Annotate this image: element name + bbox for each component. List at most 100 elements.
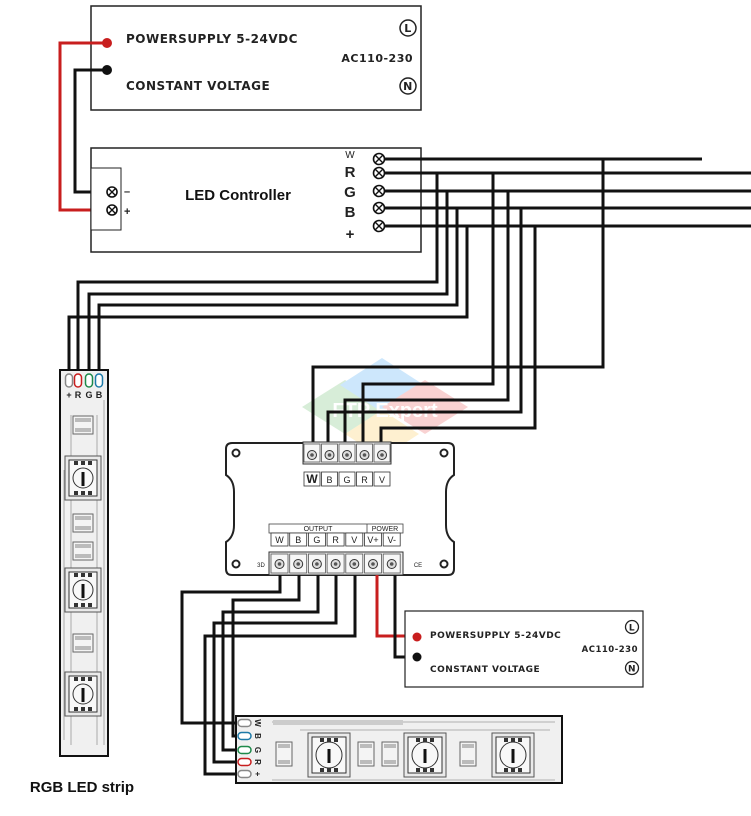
resistor-icon (459, 741, 477, 767)
controller-input-block (90, 167, 122, 231)
input-label-box (356, 471, 373, 487)
amp-input-label: G (343, 475, 350, 485)
amp-input-label: W (306, 472, 318, 486)
led-chip-icon (403, 732, 447, 778)
output-label-b: B (345, 204, 356, 221)
strip-pin (237, 769, 252, 779)
amp-side-mark-right: CE (414, 563, 422, 569)
amplifier-input-terminals (302, 441, 392, 465)
screw-terminal-icon (106, 186, 118, 216)
wire-strip-b (97, 208, 459, 375)
screw-terminal-icon (372, 152, 386, 166)
mount-hole-icon (439, 448, 449, 458)
resistor-icon (72, 513, 94, 533)
strip-pin-label: + (66, 390, 71, 400)
mount-hole-icon (439, 559, 449, 569)
screw-terminal-icon (382, 553, 401, 574)
horizontal-strip-leds (272, 720, 555, 781)
wires-to-horizontal-strip (180, 575, 357, 776)
strip-pin (64, 373, 74, 388)
ps-label-type: CONSTANT VOLTAGE (430, 665, 540, 675)
screw-terminal-icon (321, 443, 338, 463)
wire-hstrip-g (221, 575, 320, 752)
screw-terminal-icon (372, 219, 386, 233)
strip-pin-label: G (85, 390, 92, 400)
amp-output-label: V+ (367, 535, 378, 545)
output-label-box (364, 532, 382, 547)
power-supply-bottom: POWERSUPPLY 5-24VDC CONSTANT VOLTAGE AC1… (404, 610, 644, 688)
output-label-box (307, 532, 326, 547)
led-controller: – + LED Controller W R G B + (90, 147, 422, 253)
strip-pin (73, 373, 83, 388)
n-terminal-label: N (403, 80, 413, 93)
screw-terminal-icon (326, 553, 345, 574)
output-label-box (270, 532, 289, 547)
wire-amp-g (343, 191, 510, 442)
l-terminal-icon (624, 619, 640, 635)
screw-terminal-icon (373, 443, 391, 463)
ps-label-voltage: POWERSUPPLY 5-24VDC (126, 32, 298, 46)
amp-input-label: R (361, 475, 368, 485)
output-label-box (382, 532, 401, 547)
wire-amp-v (379, 226, 537, 442)
ps-label-type: CONSTANT VOLTAGE (126, 79, 270, 93)
led-chip-icon (491, 732, 535, 778)
strip-pin (237, 731, 252, 741)
wire-hstrip-b (231, 575, 301, 738)
screw-terminal-icon (345, 553, 364, 574)
amp-output-label: V (351, 535, 357, 545)
power-supply-box (90, 5, 422, 111)
led-chip-icon (64, 455, 102, 501)
resistor-icon (72, 541, 94, 561)
output-label-w: W (345, 150, 355, 161)
strip-pin (237, 718, 252, 728)
wire-amp-b (326, 208, 523, 442)
l-terminal-label: L (629, 624, 635, 634)
amp-side-mark-left: 3D (257, 563, 265, 569)
amp-input-label: B (326, 475, 332, 485)
wire-strip-plus (67, 226, 469, 375)
screw-terminal-icon (372, 184, 386, 198)
led-chip-icon (64, 671, 102, 717)
mount-hole-icon (231, 448, 241, 458)
negative-terminal-dot (412, 652, 422, 662)
amp-output-label: R (332, 535, 339, 545)
wire-positive-top (58, 41, 108, 212)
amplifier-output-terminals (268, 551, 404, 576)
screw-terminal-icon (372, 201, 386, 215)
led-chip-icon (64, 567, 102, 613)
resistor-icon (275, 741, 293, 767)
wire-amp-power-positive (375, 575, 415, 638)
controller-box (90, 147, 422, 253)
screw-terminal-icon (356, 443, 373, 463)
strip-pin (94, 373, 104, 388)
input-label-box (338, 471, 356, 487)
wire-hstrip-plus (203, 575, 357, 776)
screw-terminal-icon (372, 166, 386, 180)
screw-terminal-icon (289, 553, 308, 574)
strip-pin (237, 757, 252, 767)
strip-pin-label: R (253, 759, 262, 765)
positive-terminal-dot (412, 632, 422, 642)
strip-pin-label: W (253, 719, 262, 727)
output-label-box (326, 532, 345, 547)
output-label-r: R (345, 164, 356, 181)
strip-pin-label: B (96, 390, 103, 400)
amp-output-label: W (275, 535, 284, 545)
wire-strip-r (76, 173, 439, 375)
led-chip-icon (307, 732, 351, 778)
screw-terminal-icon (364, 553, 382, 574)
resistor-icon (72, 415, 94, 435)
strip-pin-label: G (253, 747, 262, 753)
input-label-box (303, 471, 321, 487)
wire-strip-g (87, 191, 449, 375)
ps-ac-label: AC110-230 (582, 645, 638, 655)
strip-pin (84, 373, 94, 388)
strip-pin (237, 745, 252, 755)
